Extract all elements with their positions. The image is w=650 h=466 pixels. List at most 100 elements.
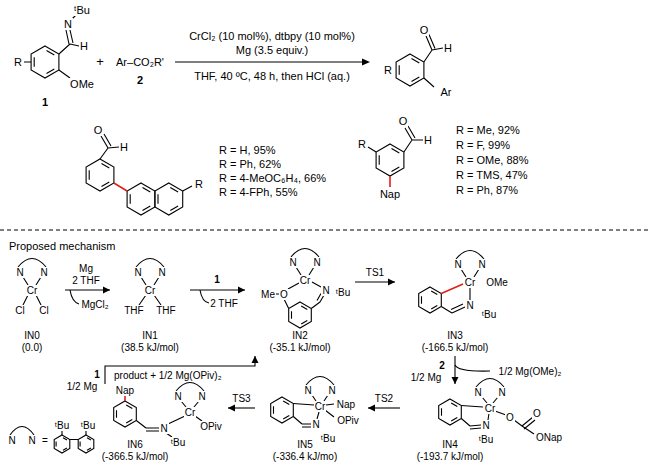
- mechanism-label: N: [197, 391, 206, 402]
- scheme-label: OMe: [69, 78, 95, 90]
- mechanism-label: N: [7, 435, 16, 446]
- mechanism-label: OMe: [485, 277, 509, 288]
- mechanism-label: MgCl₂: [80, 299, 109, 310]
- arrowhead: [228, 405, 235, 412]
- relative-energy: (-35.1 kJ/mol): [269, 342, 330, 354]
- relative-energy: (0.0): [22, 342, 43, 354]
- mechanism-label: N: [465, 300, 474, 311]
- intermediate: IN2(-35.1 kJ/mol): [245, 245, 355, 356]
- relative-energy: (-366.5 kJ/mol): [102, 451, 169, 463]
- scheme-label: ᵗBu: [73, 4, 91, 16]
- scheme-label: R = Ph, 62%: [218, 158, 282, 170]
- arrowhead: [368, 405, 375, 412]
- scheme-label: R = 4-FPh, 55%: [218, 186, 299, 198]
- mechanism-label: 1: [213, 274, 221, 285]
- mechanism-label: N: [481, 420, 490, 431]
- mechanism-label: ᵗBu: [481, 309, 497, 320]
- scheme-label: O: [93, 124, 104, 136]
- mechanism-label: 2 THF: [71, 275, 101, 286]
- arrowhead: [238, 287, 245, 294]
- mechanism-label: Cr: [299, 275, 312, 286]
- arrowhead: [103, 287, 110, 294]
- mechanism-label: Cl: [14, 305, 25, 316]
- intermediate: IN1(38.5 kJ/mol): [110, 252, 190, 356]
- mechanism-label: 1: [93, 369, 101, 380]
- scheme-label: R = OMe, 88%: [455, 154, 529, 166]
- scheme-label: H: [79, 40, 89, 52]
- mechanism-label: N: [321, 285, 330, 296]
- scheme-label: R = Me, 92%: [455, 124, 521, 136]
- mechanism-label: N: [157, 267, 166, 278]
- scheme-label: H: [423, 134, 433, 146]
- transition-state-label: TS3: [231, 393, 251, 404]
- mechanism-label: ᵗBu: [320, 433, 336, 444]
- mechanism-label: ᵗBu: [170, 437, 186, 448]
- reaction-arrow: [228, 405, 255, 412]
- mechanism-label: 1/2 Mg(OMe)₂: [498, 366, 563, 377]
- mechanism-label: =: [41, 435, 49, 446]
- mechanism-label: O: [532, 408, 542, 419]
- intermediate-id: IN3: [447, 330, 463, 342]
- scheme-label: R = H, 95%: [218, 144, 277, 156]
- intermediate-id: IN5: [297, 439, 313, 451]
- scheme-label: R: [194, 178, 204, 190]
- mechanism-label: Cr: [26, 285, 39, 296]
- mechanism-label: Cr: [314, 401, 327, 412]
- mechanism-label: Cr: [464, 277, 477, 288]
- arrowhead: [452, 377, 459, 384]
- mechanism-label: ᵗBu: [478, 434, 494, 445]
- scheme-label: 2: [136, 74, 144, 86]
- mechanism-label: 1/2 Mg: [410, 372, 443, 383]
- section-heading: Proposed mechanism: [8, 240, 116, 252]
- intermediate-id: IN6: [127, 439, 143, 451]
- mechanism-label: N: [15, 267, 24, 278]
- scheme-label: R = 4-MeOC₆H₄, 66%: [218, 172, 327, 184]
- arrow-line: [190, 289, 245, 290]
- mechanism-label: N: [39, 267, 48, 278]
- mechanism-label: Nap: [336, 399, 356, 410]
- scheme-label: R = Ph, 87%: [455, 184, 519, 196]
- mechanism-label: ᵗBu: [54, 420, 70, 431]
- mechanism-label: Mg: [78, 263, 94, 274]
- molecule-drawings: [0, 15, 650, 453]
- scheme-label: R: [357, 138, 367, 150]
- relative-energy: (-336.4 kJ/mo): [273, 451, 337, 463]
- mechanism-label: Me: [260, 289, 276, 300]
- transition-state-label: TS1: [365, 267, 385, 278]
- arrowhead: [252, 356, 259, 363]
- mechanism-label: Cr: [484, 403, 497, 414]
- reaction-arrow: [368, 405, 400, 412]
- mechanism-label: Nap: [115, 385, 135, 396]
- scheme-label: H: [119, 141, 129, 153]
- reaction-arrow: [190, 287, 245, 294]
- scheme-label: +: [95, 55, 105, 69]
- intermediate-id: IN0: [24, 330, 40, 342]
- scheme-label: Nap: [379, 188, 401, 200]
- reaction-arrow: [452, 356, 459, 384]
- mechanism-label: OPiv: [336, 415, 360, 426]
- scheme-label: H: [443, 42, 453, 54]
- intermediate-id: IN2: [292, 330, 308, 342]
- mechanism-label: THF: [155, 305, 176, 316]
- mechanism-label: OPiv: [199, 421, 223, 432]
- scheme-label: R: [383, 64, 393, 76]
- intermediate-id: IN4: [442, 439, 458, 451]
- transition-state-label: TS2: [374, 393, 394, 404]
- mechanism-label: ONap: [535, 432, 563, 443]
- mechanism-label: N: [133, 267, 142, 278]
- mechanism-label: 2 THF: [209, 298, 239, 309]
- mechanism-label: Cl: [38, 305, 49, 316]
- mechanism-label: N: [159, 423, 168, 434]
- reaction-arrow: [105, 356, 259, 384]
- mechanism-label: N: [288, 257, 297, 268]
- mechanism-label: N: [173, 391, 182, 402]
- scheme-label: O: [419, 24, 430, 36]
- mechanism-label: ᵗBu: [335, 287, 351, 298]
- mechanism-label: 2: [438, 360, 446, 371]
- relative-energy: (-193.7 kJ/mol): [417, 451, 484, 463]
- scheme-label: Ar–CO₂R': [115, 56, 165, 68]
- scheme-label: CrCl₂ (10 mol%), dtbpy (10 mol%): [188, 30, 356, 42]
- mechanism-label: N: [453, 259, 462, 270]
- scheme-label: R = F, 99%: [455, 139, 511, 151]
